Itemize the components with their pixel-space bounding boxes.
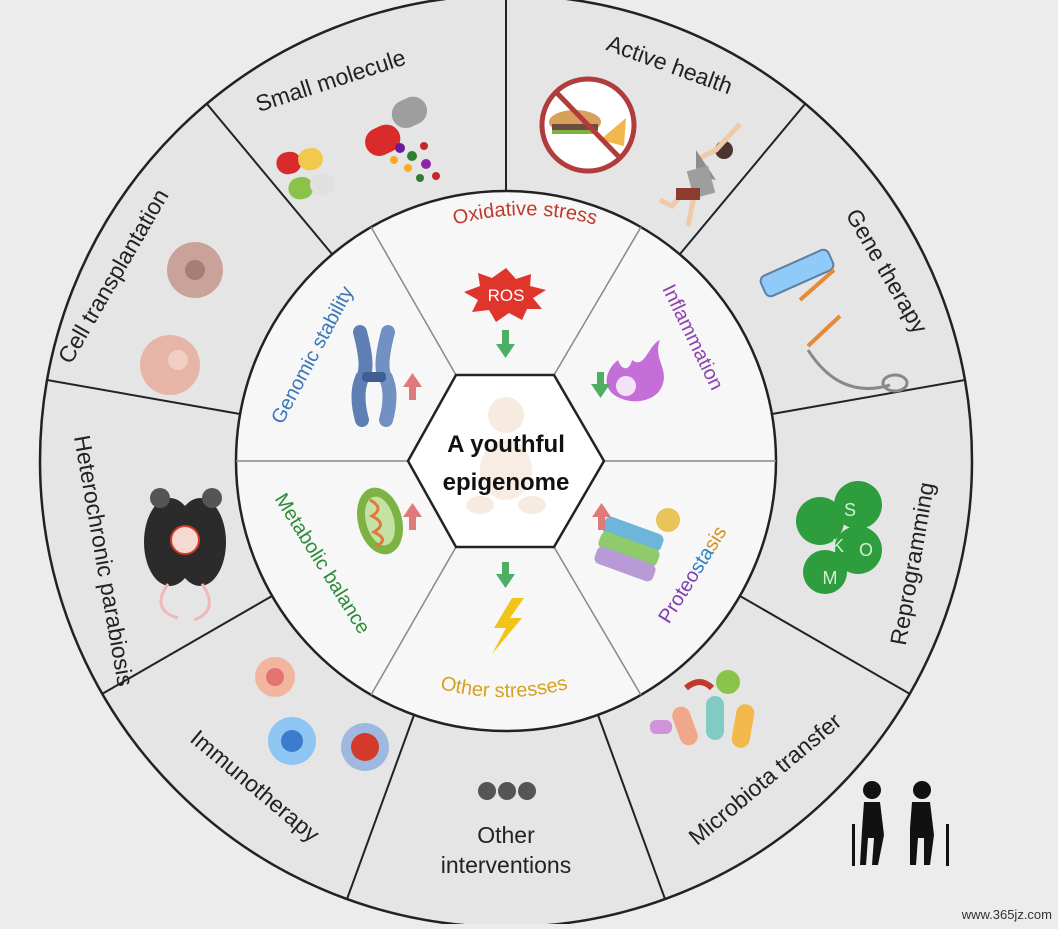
immune-cells-icon (255, 657, 389, 771)
other-stresses-arrow-down-icon (496, 562, 515, 588)
ellipsis-icon (478, 782, 536, 800)
outer-label-other-interventions-line2: interventions (441, 852, 571, 878)
transplant-cells-icon (140, 242, 223, 395)
ros-burst-icon: ROS (464, 268, 546, 322)
gene-therapy-icon (759, 248, 909, 393)
outer-dividers (46, 0, 966, 900)
factor-k: K (832, 536, 844, 556)
elderly-people-icon (852, 781, 949, 866)
capsules-icon (276, 96, 440, 200)
factor-o: O (859, 540, 873, 560)
oxidative-arrow-down-icon (496, 330, 515, 358)
factor-s: S (844, 500, 856, 520)
watermark: www.365jz.com (961, 907, 1052, 922)
mitochondria-icon (356, 487, 404, 555)
microbiota-icon (650, 670, 755, 748)
inflammation-arrow-down-icon (591, 372, 610, 398)
proteostasis-arrow-up-icon (592, 503, 611, 530)
chromosome-icon (351, 325, 397, 427)
outer-label-other-interventions-line1: Other (477, 822, 535, 848)
baby-icon (466, 397, 546, 514)
reprogramming-factors-icon: S O K M (796, 481, 882, 594)
center-title-line1: A youthful (447, 431, 565, 458)
ros-label: ROS (488, 286, 525, 305)
no-junk-food-icon (539, 76, 637, 174)
parabiotic-mice-icon (144, 488, 226, 622)
inner-dividers (236, 226, 776, 696)
exercising-person-icon (658, 122, 742, 227)
factor-m: M (823, 568, 838, 588)
flame-icon (606, 340, 664, 402)
genomic-arrow-up-icon (403, 373, 422, 400)
metabolic-arrow-up-icon (403, 503, 422, 530)
center-title-line2: epigenome (443, 469, 570, 496)
lightning-icon (492, 598, 524, 654)
protein-coil-icon (594, 508, 680, 582)
